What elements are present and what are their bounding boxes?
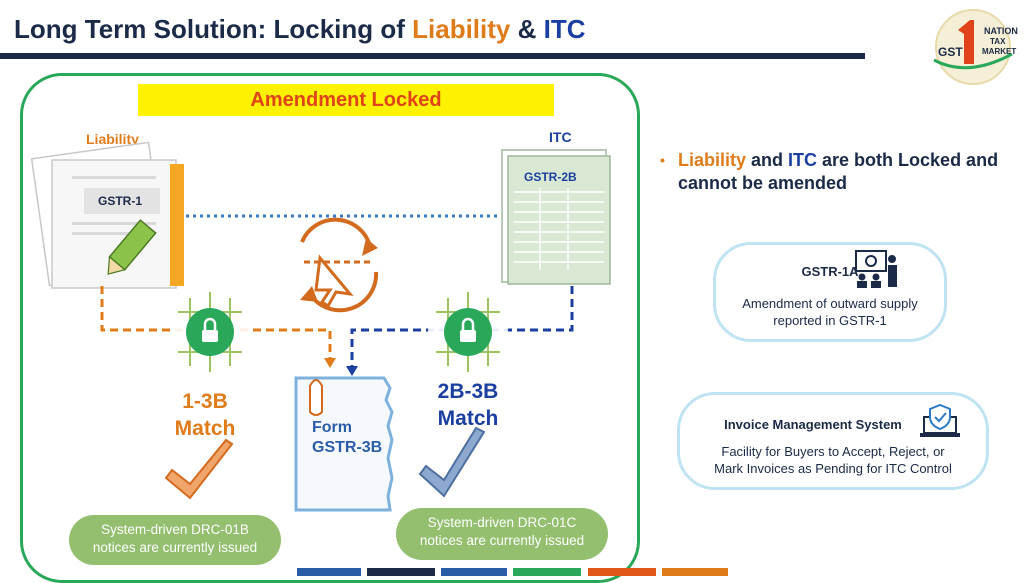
gstr1a-title: GSTR-1A	[801, 264, 859, 279]
locked-bullet-point: • Liability and ITC are both Locked and …	[660, 150, 999, 193]
svg-text:GST: GST	[938, 45, 963, 59]
svg-text:GSTR-2B: GSTR-2B	[524, 170, 577, 184]
gstr2b-document-icon: GSTR-2B	[501, 149, 611, 285]
svg-text:GSTR-3B: GSTR-3B	[312, 439, 382, 456]
ims-description: Facility for Buyers to Accept, Reject, o…	[714, 444, 952, 476]
footer-bar-6	[662, 568, 728, 576]
footer-bar-5	[588, 568, 656, 576]
shield-laptop-icon	[920, 403, 960, 437]
svg-text:TAX: TAX	[990, 37, 1006, 46]
check-left-icon	[164, 438, 234, 500]
check-right-icon	[418, 426, 486, 498]
diagram-graphics: GSTR-1 GSTR-2B	[30, 141, 611, 512]
footer-bar-4	[513, 568, 581, 576]
svg-text:GSTR-1: GSTR-1	[98, 194, 142, 208]
footer-bar-3	[441, 568, 507, 576]
ims-title: Invoice Management System	[724, 417, 902, 432]
itc-label: ITC	[549, 129, 572, 145]
svg-text:Form: Form	[312, 419, 352, 436]
title-liability: Liability	[412, 14, 511, 44]
lock-chip-left-icon	[170, 292, 250, 372]
title-itc: ITC	[543, 14, 586, 44]
presentation-icon	[855, 250, 897, 288]
title-underline	[0, 53, 865, 59]
footer-bar-1	[297, 568, 361, 576]
amendment-locked-banner: Amendment Locked	[138, 84, 554, 116]
page-title: Long Term Solution: Locking of Liability…	[14, 14, 586, 44]
bullet-dot: •	[660, 152, 665, 168]
gstr1-document-icon: GSTR-1	[30, 141, 184, 289]
footer-bar-2	[367, 568, 435, 576]
svg-text:MARKET: MARKET	[982, 47, 1016, 56]
lock-chip-right-icon	[428, 292, 508, 372]
liability-label: Liability	[86, 131, 139, 147]
svg-text:NATION: NATION	[984, 26, 1018, 36]
gst-logo: NATION TAX MARKET GST	[933, 9, 1018, 85]
ims-card: Invoice Management System Facility for B…	[677, 392, 989, 490]
pencil-icon	[107, 219, 157, 275]
sync-cursor-icon	[300, 217, 379, 313]
form-gstr3b-document-icon: Form GSTR-3B	[294, 376, 394, 512]
